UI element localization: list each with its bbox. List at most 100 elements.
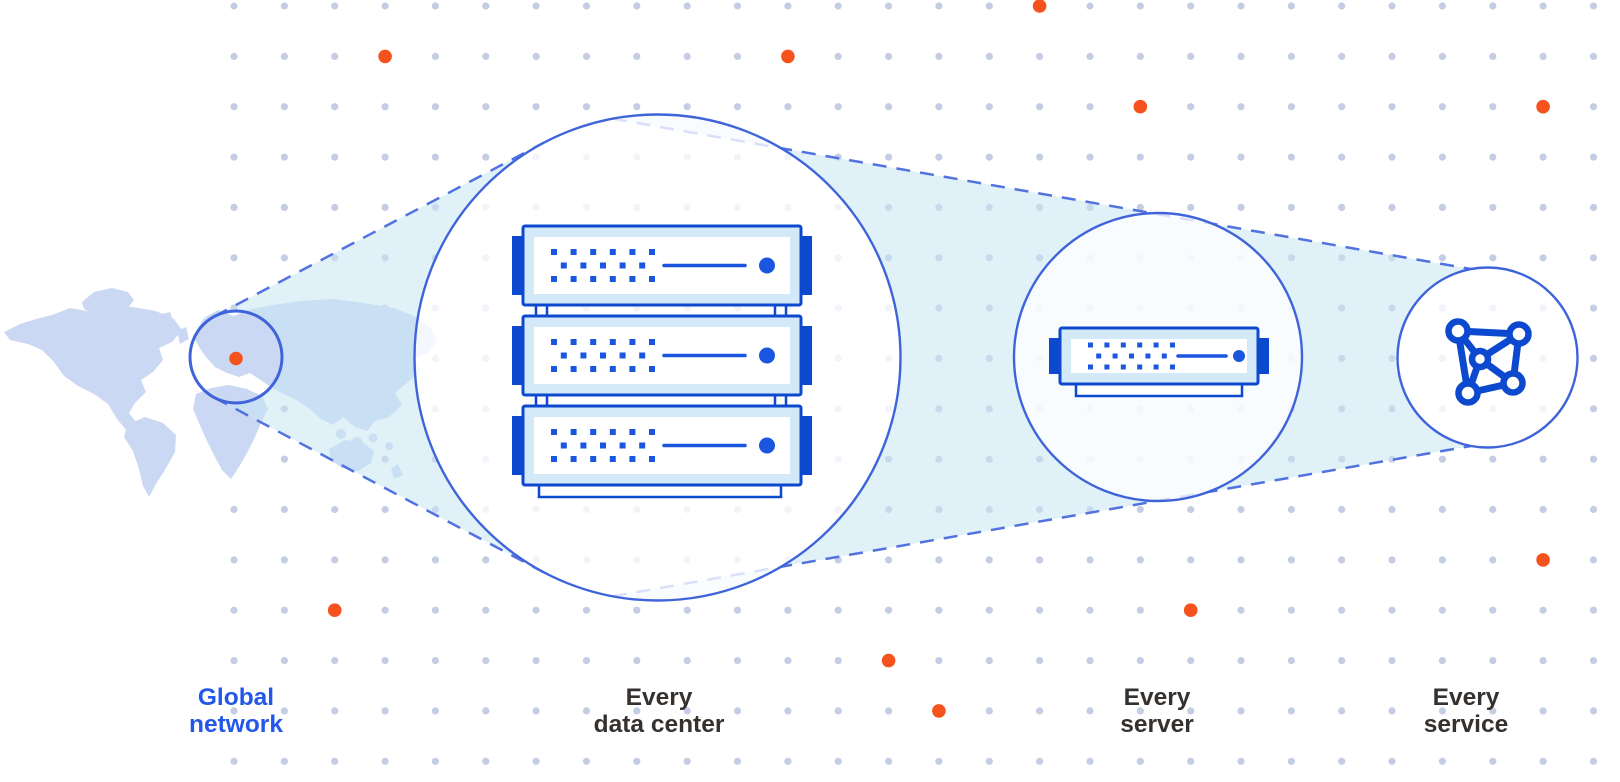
grid-dot: [1187, 103, 1195, 111]
grid-dot: [582, 657, 591, 665]
grid-dot: [381, 556, 389, 564]
grid-dot: [1489, 556, 1497, 564]
grid-dot: [230, 203, 238, 211]
grid-dot: [1237, 657, 1245, 665]
grid-dot: [1539, 2, 1547, 10]
server-pixel: [629, 366, 636, 372]
grid-dot: [1489, 2, 1497, 10]
grid-dot: [331, 757, 339, 765]
grid-dot: [381, 657, 389, 665]
grid-dot: [1338, 153, 1346, 161]
grid-dot: [1086, 153, 1094, 161]
grid-dot: [431, 2, 439, 10]
orange-accent-dot: [932, 704, 946, 718]
grid-dot: [985, 153, 993, 161]
grid-dot: [482, 52, 490, 61]
stage-label-every-server: Every server: [1120, 684, 1194, 738]
grid-dot: [985, 657, 993, 665]
grid-dot: [381, 505, 389, 514]
grid-dot: [1589, 405, 1598, 413]
grid-dot: [935, 153, 943, 161]
server-pixel: [570, 429, 577, 435]
grid-dot: [230, 103, 238, 111]
server-pixel: [590, 249, 597, 255]
server-pixel: [1137, 342, 1143, 348]
grid-dot: [1086, 606, 1094, 614]
grid-dot: [582, 707, 591, 715]
grid-dot: [1086, 707, 1094, 715]
server-stack-icon: [512, 224, 812, 499]
grid-dot: [280, 606, 288, 614]
server-pixel: [551, 429, 557, 435]
grid-dot: [1438, 153, 1446, 161]
grid-dot: [784, 606, 792, 614]
grid-dot: [280, 757, 288, 765]
grid-dot: [885, 153, 893, 161]
orange-accent-dot: [881, 653, 896, 668]
server-pixel: [629, 429, 636, 435]
grid-dot: [280, 556, 288, 564]
server-face: [534, 327, 790, 384]
grid-dot: [482, 556, 490, 564]
grid-dot: [1136, 707, 1144, 715]
server-icon: [1049, 326, 1269, 398]
grid-dot: [230, 556, 238, 564]
grid-dot: [885, 103, 893, 111]
grid-dot: [1589, 707, 1598, 715]
grid-dot: [280, 2, 288, 10]
grid-dot: [1287, 153, 1295, 161]
stage-label-line: network: [189, 711, 283, 738]
grid-dot: [230, 707, 238, 715]
server-pixel: [580, 442, 587, 449]
grid-dot: [1287, 657, 1295, 665]
grid-dot: [1589, 505, 1598, 514]
grid-dot: [482, 707, 490, 715]
grid-dot: [1388, 103, 1396, 111]
grid-dot: [1489, 606, 1497, 614]
grid-dot: [1438, 203, 1446, 211]
grid-dot: [280, 254, 288, 262]
grid-dot: [733, 103, 742, 111]
server-pixel: [639, 442, 646, 449]
grid-dot: [885, 606, 893, 614]
server-pixel: [1112, 353, 1118, 359]
grid-dot: [1388, 505, 1396, 514]
grid-dot: [331, 556, 339, 564]
grid-dot: [1438, 103, 1446, 111]
grid-dot: [1237, 203, 1245, 211]
network-location-marker: [229, 351, 243, 366]
server-pixel: [600, 442, 606, 449]
grid-dot: [1338, 606, 1346, 614]
orange-accent-dot: [378, 49, 392, 64]
grid-dot: [1539, 707, 1547, 715]
orange-accent-dot: [781, 49, 795, 64]
map-north-america: [4, 305, 182, 431]
grid-dot: [230, 254, 238, 262]
grid-dot: [1287, 757, 1295, 765]
grid-dot: [1086, 657, 1094, 665]
grid-dot: [1086, 556, 1094, 564]
grid-dot: [1438, 707, 1446, 715]
grid-dot: [582, 757, 591, 765]
grid-dot: [1539, 254, 1547, 262]
grid-dot: [1187, 505, 1195, 514]
grid-dot: [1187, 203, 1195, 211]
grid-dot: [1338, 203, 1346, 211]
grid-dot: [1589, 757, 1598, 765]
server-pixel: [649, 429, 655, 435]
server-pixel: [1170, 342, 1175, 348]
grid-dot: [1036, 606, 1044, 614]
mesh-node-center: [1468, 347, 1492, 371]
grid-dot: [1539, 52, 1547, 61]
grid-dot: [532, 657, 540, 665]
server-pixel: [629, 456, 636, 462]
grid-dot: [431, 52, 439, 61]
grid-dot: [1086, 757, 1094, 765]
grid-dot: [1438, 505, 1446, 514]
grid-dot: [1539, 203, 1547, 211]
server-pixel: [619, 262, 626, 269]
server-led: [759, 257, 775, 274]
grid-dot: [1036, 556, 1044, 564]
grid-dot: [1338, 52, 1346, 61]
grid-dot: [1287, 203, 1295, 211]
